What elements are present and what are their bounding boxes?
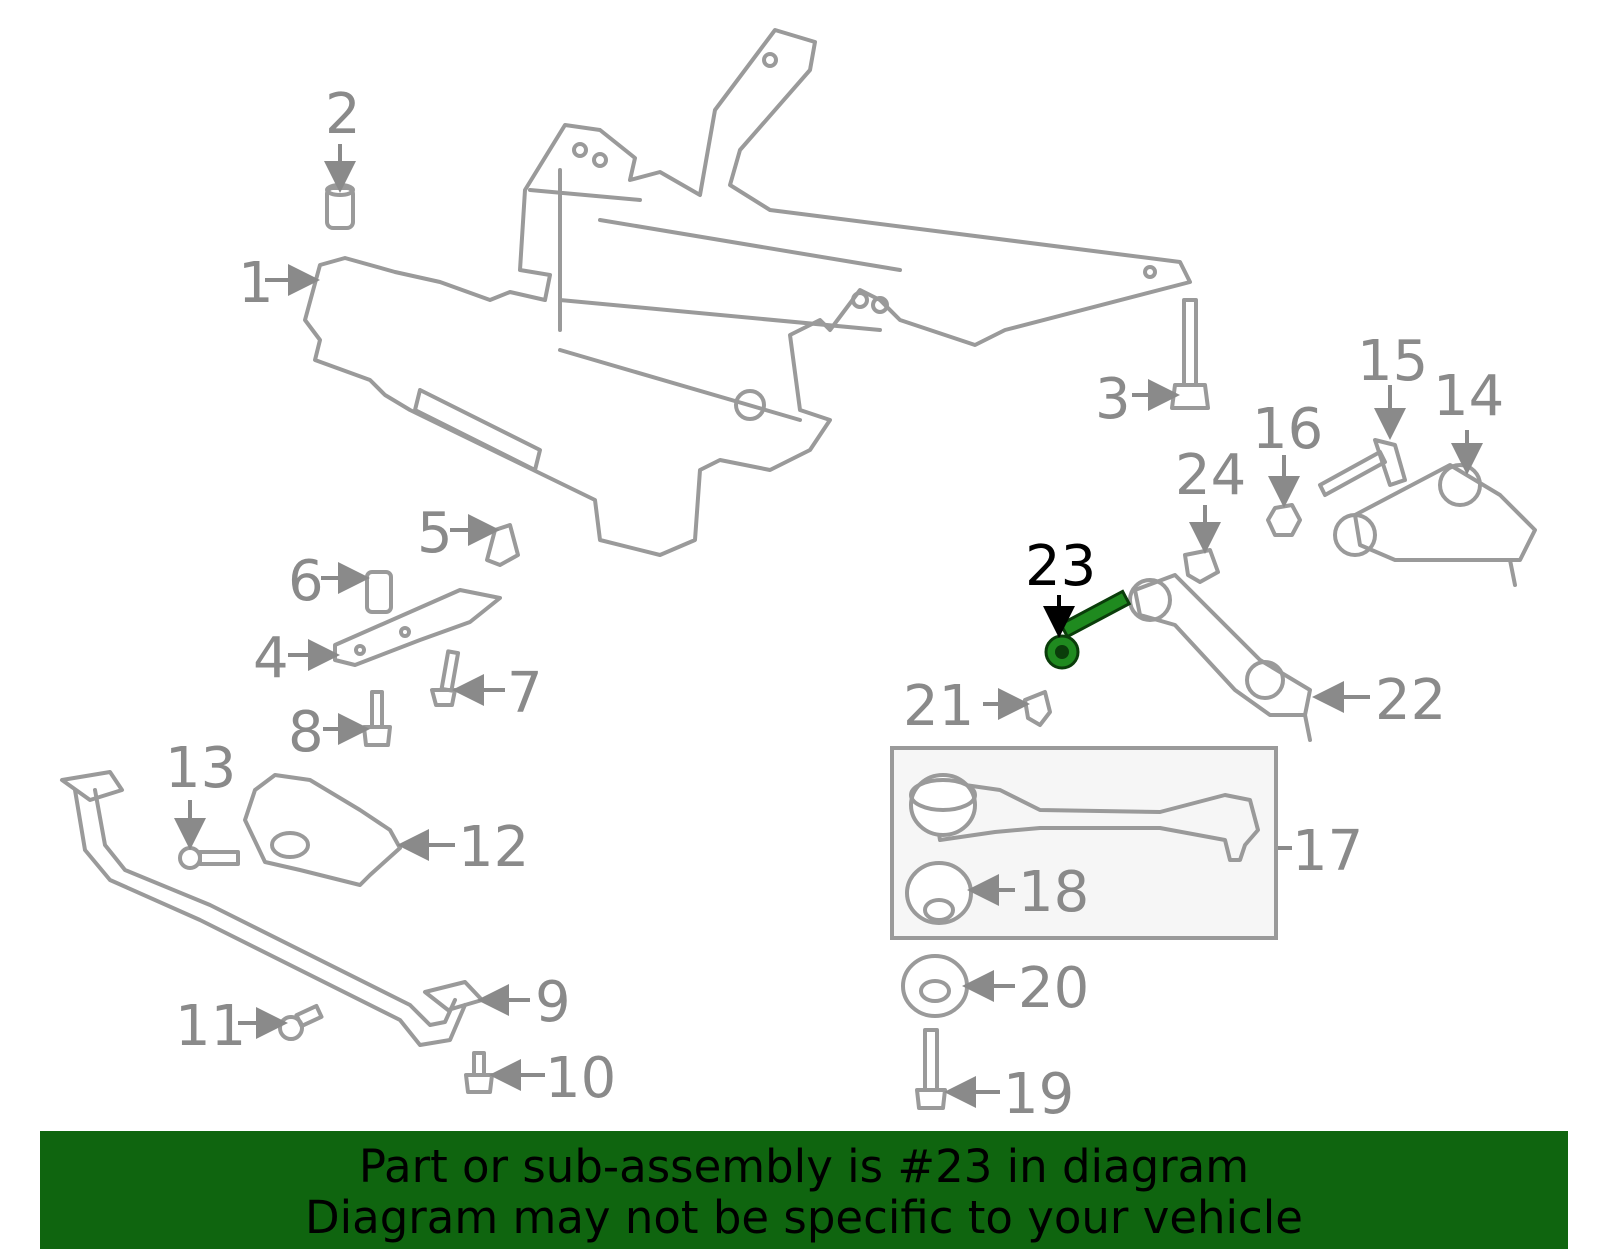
group-box-17 — [890, 746, 1292, 940]
stabilizer-bar-part — [60, 770, 484, 1047]
callout-13: 13 — [165, 736, 236, 801]
callout-9: 9 — [535, 970, 571, 1035]
callout-4: 4 — [253, 626, 289, 691]
bolt-part-8 — [362, 690, 392, 747]
callout-24: 24 — [1175, 443, 1246, 508]
washer-part-24 — [1183, 548, 1220, 584]
leader-lines — [174, 144, 1483, 1108]
bolt-part-19 — [915, 1028, 947, 1110]
callout-12: 12 — [458, 815, 529, 880]
lower-arm-part-22 — [1128, 573, 1312, 742]
callout-17: 17 — [1292, 819, 1363, 884]
callout-8: 8 — [288, 700, 324, 765]
callout-19: 19 — [1003, 1062, 1074, 1127]
info-banner: Part or sub-assembly is #23 in diagram D… — [40, 1131, 1568, 1249]
callout-labels: 1 2 3 4 5 6 7 8 9 10 11 12 13 14 15 16 1… — [165, 82, 1504, 1127]
bolt-part-7 — [430, 649, 461, 707]
callout-10: 10 — [545, 1046, 616, 1111]
callout-3: 3 — [1095, 367, 1131, 432]
callout-7: 7 — [507, 661, 543, 726]
callout-21: 21 — [903, 674, 974, 739]
callout-20: 20 — [1018, 956, 1089, 1021]
bushing-part-6 — [365, 570, 393, 614]
callout-15: 15 — [1357, 329, 1428, 394]
upper-arm-part-14 — [1333, 463, 1537, 587]
nut-part-16 — [1266, 503, 1302, 537]
callout-11: 11 — [175, 994, 246, 1059]
bushing-part-2 — [325, 183, 355, 230]
bushing-part-20 — [901, 954, 969, 1018]
bolt-part-11 — [278, 1003, 324, 1041]
mount-part-12 — [243, 773, 402, 887]
banner-line-2: Diagram may not be specific to your vehi… — [305, 1191, 1303, 1244]
callout-6: 6 — [288, 549, 324, 614]
link-part-15 — [1318, 438, 1407, 497]
subframe-part — [303, 28, 1192, 557]
clip-part-21 — [1023, 690, 1052, 727]
callout-14: 14 — [1433, 364, 1504, 429]
callout-16: 16 — [1252, 397, 1323, 462]
callout-23: 23 — [1025, 534, 1096, 599]
bolt-part-10 — [464, 1051, 494, 1094]
callout-18: 18 — [1018, 860, 1089, 925]
bushing-part-5 — [485, 523, 520, 567]
banner-line-1: Part or sub-assembly is #23 in diagram — [358, 1140, 1250, 1193]
callout-22: 22 — [1375, 668, 1446, 733]
bracket-part-4 — [333, 588, 502, 667]
bolt-part-3 — [1170, 298, 1210, 410]
callout-2: 2 — [325, 82, 361, 147]
callout-1: 1 — [238, 251, 274, 316]
bolt-part-13 — [178, 846, 240, 870]
callout-5: 5 — [417, 501, 453, 566]
